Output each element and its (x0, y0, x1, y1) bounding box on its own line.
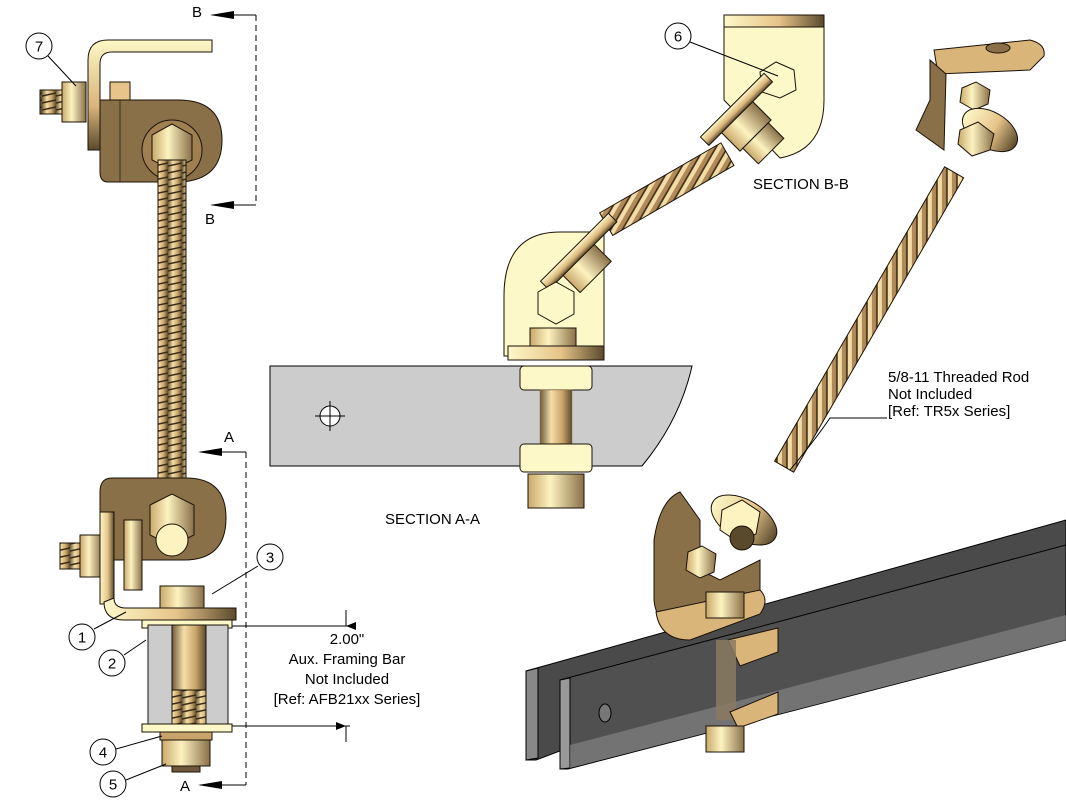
balloon-7: 7 (25, 32, 77, 87)
isometric-view: 5/8-11 Threaded Rod Not Included [Ref: T… (525, 39, 1066, 770)
section-line-b: B B (192, 4, 257, 228)
balloon-6: 6 (664, 22, 779, 77)
section-marker-a-top: A (224, 429, 234, 446)
section-aa-title: SECTION A-A (385, 511, 480, 528)
iso-threaded-rod (773, 166, 965, 473)
threaded-rod (157, 159, 187, 491)
framing-bar-section (269, 365, 693, 467)
section-marker-b-top: B (192, 4, 202, 21)
rod-note-line3: [Ref: TR5x Series] (888, 403, 1010, 420)
section-marker-a-bottom: A (180, 778, 190, 795)
center-mark (315, 401, 345, 431)
dimension-note-line1: Aux. Framing Bar (289, 651, 406, 668)
section-line-a: A A (180, 429, 247, 795)
rod-note-line2: Not Included (888, 386, 972, 403)
top-bracket (39, 39, 223, 183)
svg-text:7: 7 (35, 39, 43, 56)
balloon-3: 3 (211, 543, 284, 595)
framing-bar-clamp (141, 619, 233, 773)
balloon-1: 1 (68, 611, 127, 651)
svg-text:6: 6 (674, 29, 682, 46)
svg-text:2: 2 (108, 656, 116, 673)
balloon-2: 2 (98, 639, 147, 677)
svg-text:5: 5 (109, 777, 117, 794)
svg-text:4: 4 (99, 745, 107, 762)
dimension-note-line2: Not Included (305, 671, 389, 688)
balloon-5: 5 (99, 763, 167, 798)
dimension-value: 2.00" (330, 631, 365, 648)
rod-note-line1: 5/8-11 Threaded Rod (888, 369, 1029, 386)
svg-text:3: 3 (266, 550, 274, 567)
section-aa-view: SECTION A-A (269, 212, 693, 528)
section-bb-title: SECTION B-B (753, 176, 849, 193)
bottom-bracket (59, 477, 237, 621)
balloon-4: 4 (89, 735, 163, 766)
elevation-view (39, 39, 237, 773)
svg-text:1: 1 (78, 630, 86, 647)
section-marker-b-bottom: B (205, 211, 215, 228)
dimension-note-line3: [Ref: AFB21xx Series] (274, 691, 421, 708)
section-bb-view: SECTION B-B (599, 14, 849, 237)
dimension-2in: 2.00" Aux. Framing Bar Not Included [Ref… (232, 610, 420, 742)
balloons: 1 2 3 4 5 6 7 (25, 22, 779, 798)
